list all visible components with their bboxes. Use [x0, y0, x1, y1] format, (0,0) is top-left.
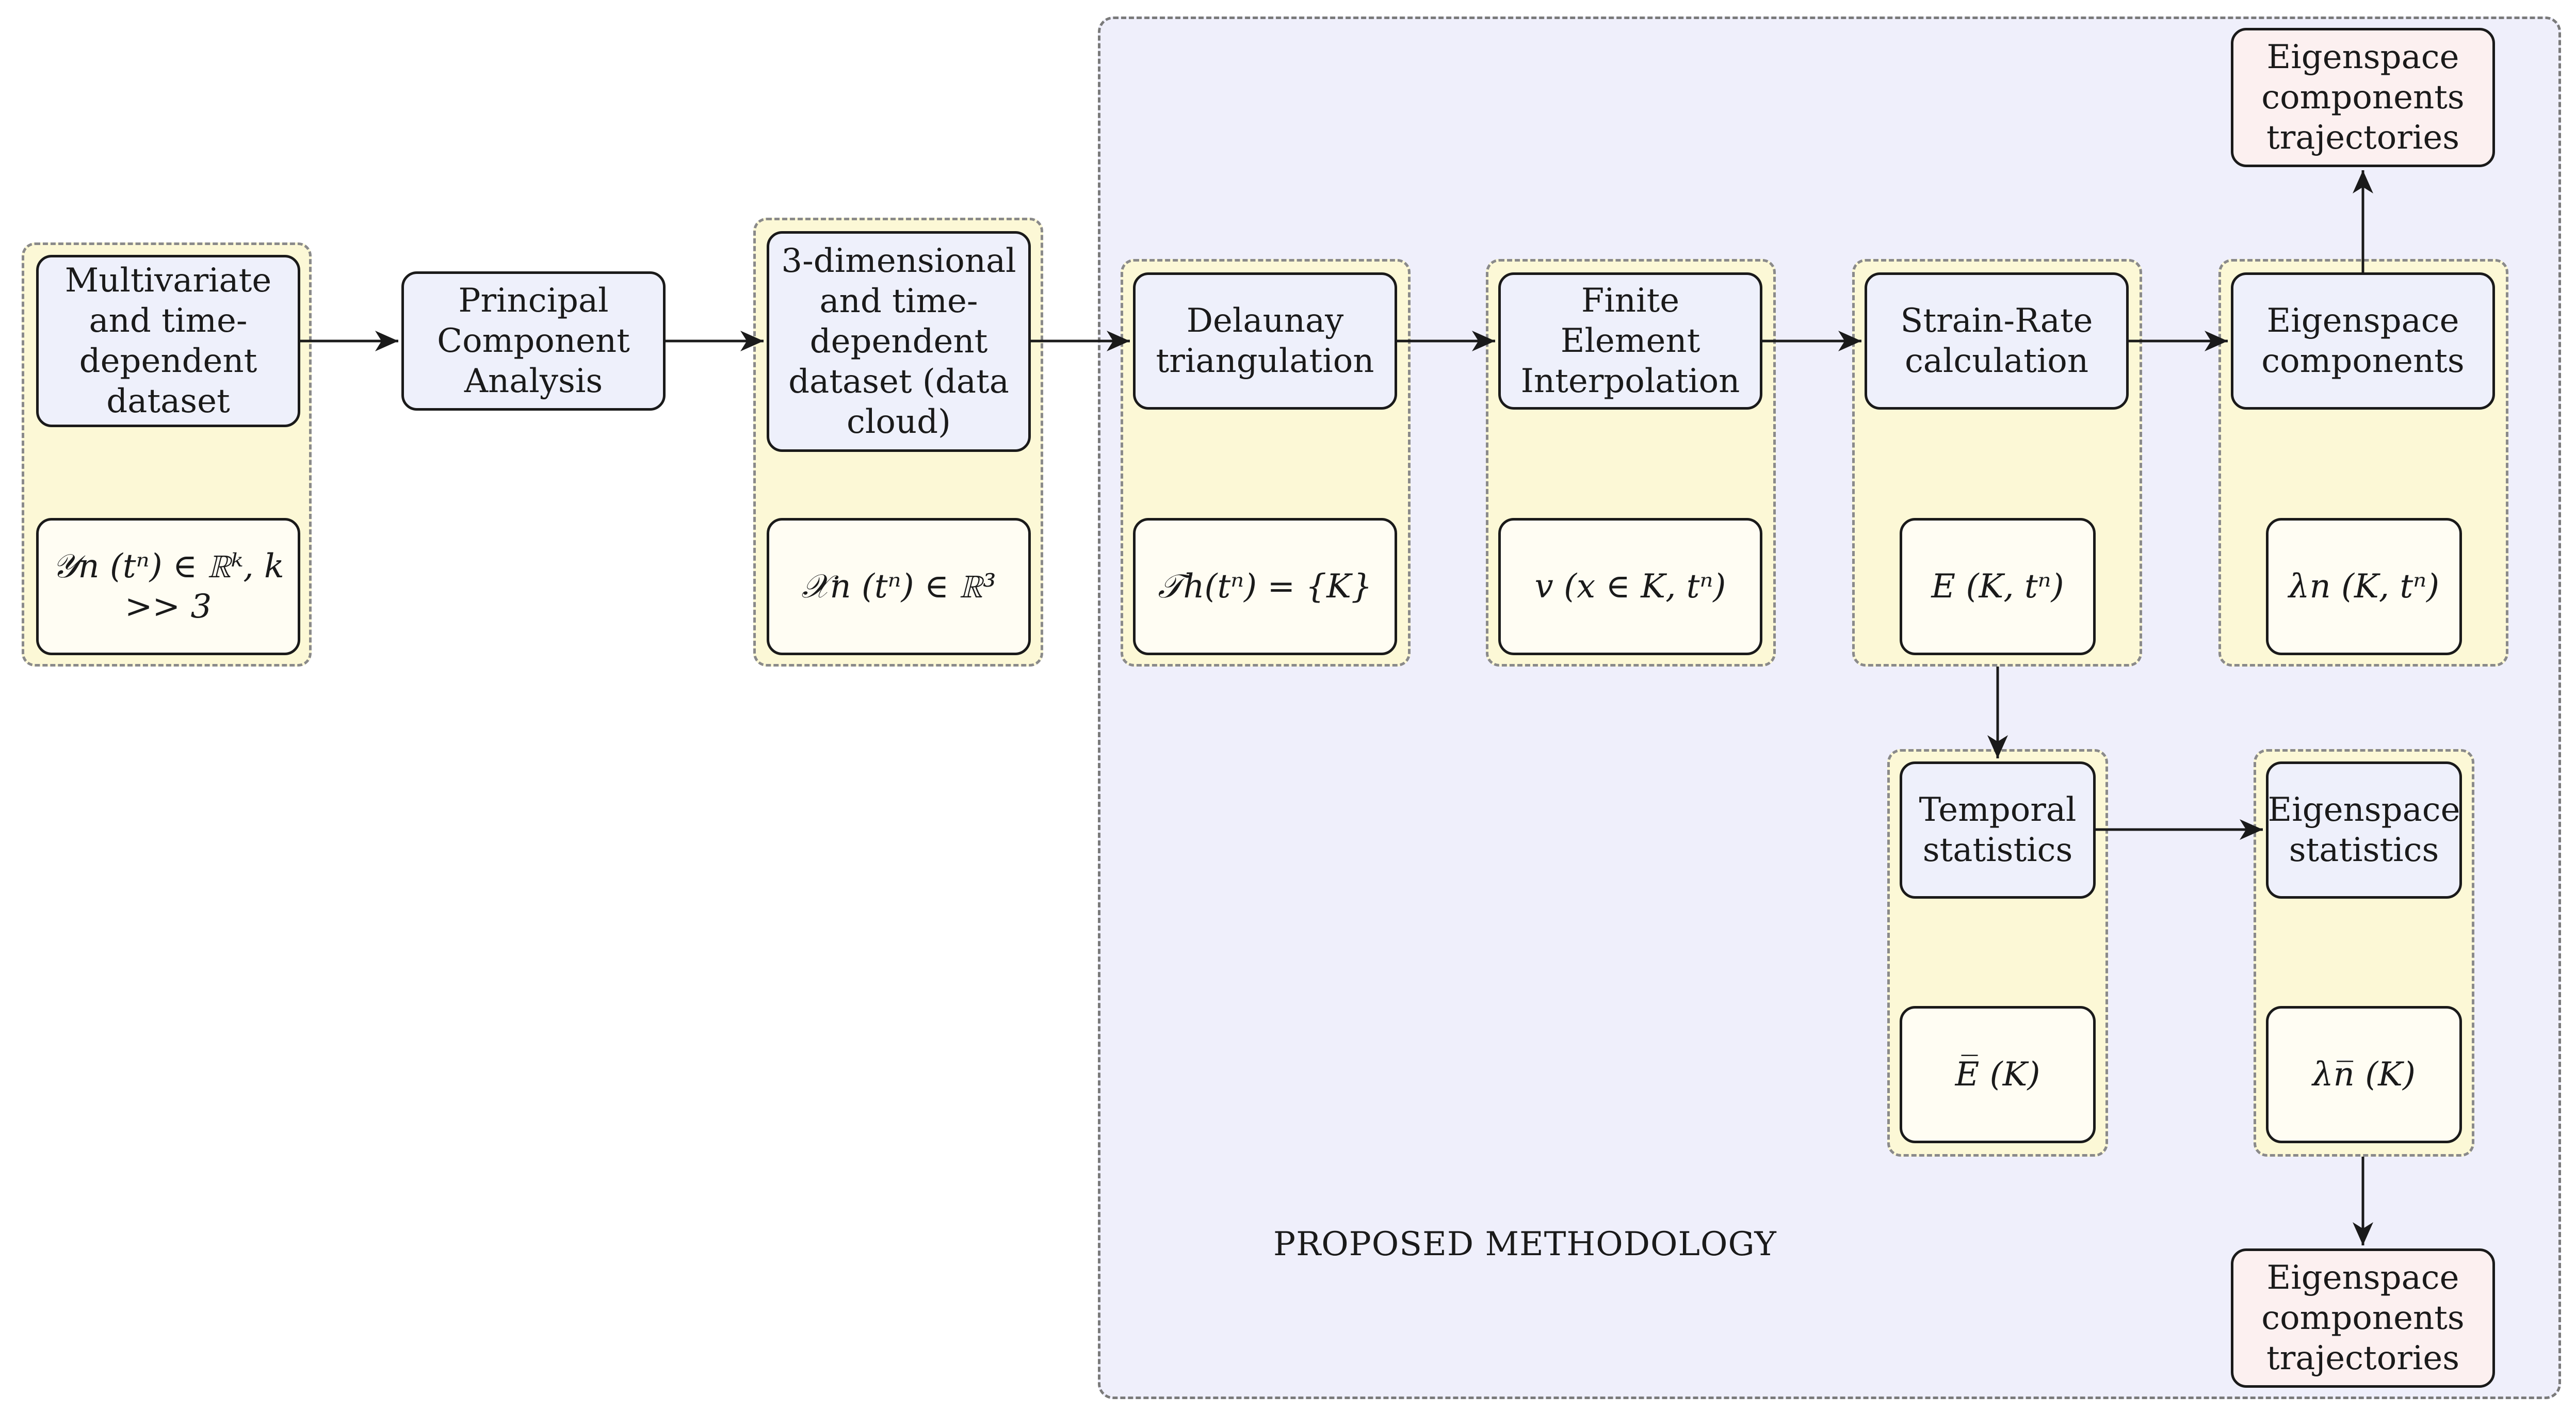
- delaunay-box: Delaunay triangulation: [1133, 272, 1397, 410]
- mean-strain-formula: E̅ (K): [1900, 1006, 2096, 1143]
- x-dataset-formula: 𝒳n (tⁿ) ∈ ℝ³: [767, 518, 1031, 655]
- multivariate-dataset-box: Multivariate and time-dependent dataset: [36, 255, 300, 427]
- eigenspace-statistics-box: Eigenspace statistics: [2266, 761, 2462, 899]
- pca-box: Principal Component Analysis: [401, 271, 666, 411]
- velocity-formula: v (x ∈ K, tⁿ): [1498, 518, 1762, 655]
- three-dim-dataset-box: 3-dimensional and time-dependent dataset…: [767, 231, 1031, 452]
- strain-tensor-formula: E (K, tⁿ): [1900, 518, 2096, 655]
- temporal-statistics-box: Temporal statistics: [1900, 761, 2096, 899]
- eigen-trajectories-top-box: Eigenspace components trajectories: [2231, 28, 2495, 167]
- y-dataset-formula: 𝒴n (tⁿ) ∈ ℝᵏ, k >> 3: [36, 518, 300, 655]
- region-label: PROPOSED METHODOLOGY: [1273, 1225, 1777, 1263]
- eigen-trajectories-bottom-box: Eigenspace components trajectories: [2231, 1248, 2495, 1388]
- eigenspace-components-box: Eigenspace components: [2231, 272, 2495, 410]
- strain-rate-box: Strain-Rate calculation: [1865, 272, 2129, 410]
- eigen-values-formula: λn (K, tⁿ): [2266, 518, 2462, 655]
- proposed-methodology-region: [1098, 17, 2561, 1399]
- mean-eigen-formula: λn̅ (K): [2266, 1006, 2462, 1143]
- triangulation-formula: 𝒯h(tⁿ) = {K}: [1133, 518, 1397, 655]
- fem-box: Finite Element Interpolation: [1498, 272, 1762, 410]
